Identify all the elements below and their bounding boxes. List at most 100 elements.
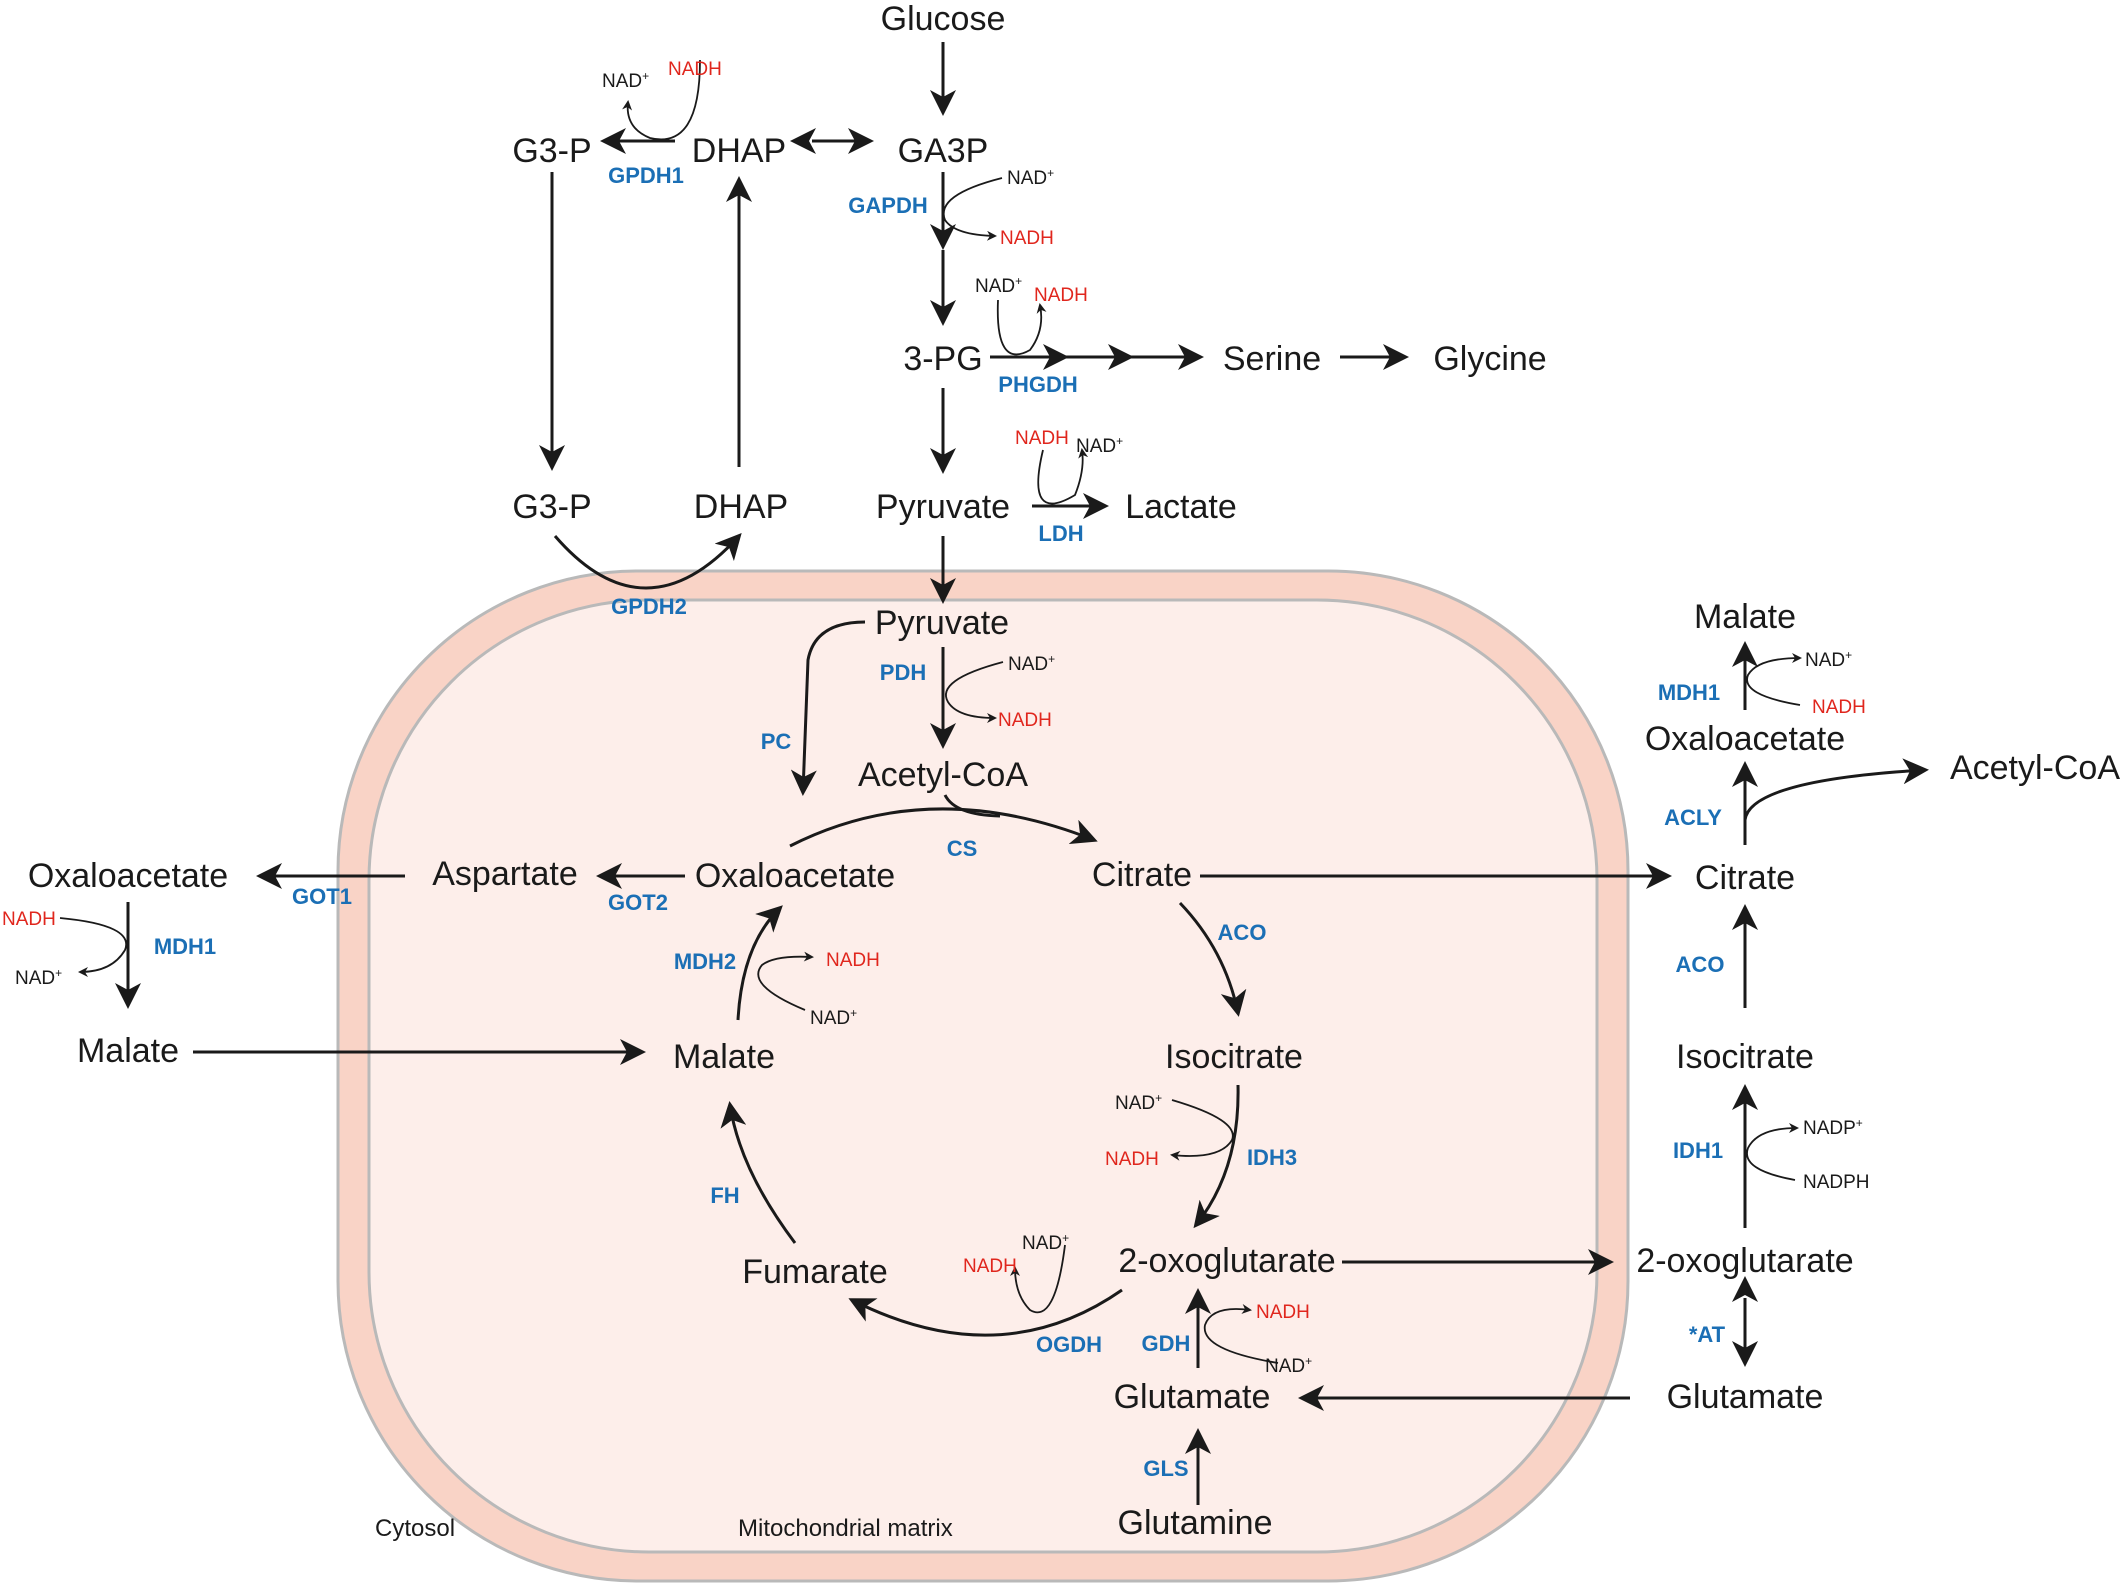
enzyme-mdh2: MDH2 bbox=[674, 949, 736, 974]
arrow-gpdh2 bbox=[553, 533, 742, 590]
compartment-labels: Cytosol Mitochondrial matrix bbox=[375, 1515, 953, 1542]
enzyme-phgdh: PHGDH bbox=[998, 372, 1077, 397]
metabolite-fumarate: Fumarate bbox=[742, 1253, 888, 1291]
arrow-ogdh bbox=[848, 1288, 1123, 1337]
cofactor-nadp-idh1: NADP+ bbox=[1803, 1116, 1863, 1139]
metabolite-oxaloacetate-cyto-right: Oxaloacetate bbox=[1645, 720, 1845, 758]
enzyme-gpdh2: GPDH2 bbox=[611, 594, 687, 619]
enzyme-gpdh1: GPDH1 bbox=[608, 163, 684, 188]
enzyme-labels: GPDH1 GPDH2 GAPDH PHGDH LDH PDH PC CS AC… bbox=[154, 163, 1726, 1481]
enzyme-acly: ACLY bbox=[1664, 805, 1722, 830]
metabolite-oxaloacetate-mito: Oxaloacetate bbox=[695, 857, 895, 895]
enzyme-gapdh: GAPDH bbox=[848, 193, 927, 218]
cofactor-nadh-pdh: NADH bbox=[998, 710, 1052, 731]
metabolite-glycine: Glycine bbox=[1433, 340, 1546, 378]
metabolite-dhap-bottom: DHAP bbox=[694, 488, 788, 526]
metabolite-citrate-mito: Citrate bbox=[1092, 856, 1192, 894]
curve-pdh bbox=[945, 661, 1004, 723]
metabolite-aspartate: Aspartate bbox=[432, 855, 578, 893]
enzyme-idh1: IDH1 bbox=[1673, 1138, 1723, 1163]
cofactor-nadh-gapdh: NADH bbox=[1000, 228, 1054, 249]
enzyme-ldh: LDH bbox=[1038, 521, 1083, 546]
cofactor-nad-mdh1-right: NAD+ bbox=[1805, 648, 1852, 671]
enzyme-got1: GOT1 bbox=[292, 884, 352, 909]
metabolite-3pg: 3-PG bbox=[903, 340, 982, 378]
enzyme-cs: CS bbox=[947, 836, 978, 861]
metabolite-labels: Glucose GA3P DHAP G3-P 3-PG Serine Glyci… bbox=[28, 0, 2121, 1542]
metabolite-glutamine: Glutamine bbox=[1118, 1504, 1273, 1542]
cofactor-labels: NAD+ NADH NAD+ NADH NAD+ NADH NADH NAD+ … bbox=[2, 59, 1870, 1377]
curve-phgdh bbox=[996, 299, 1047, 356]
metabolite-oxoglutarate-cyto: 2-oxoglutarate bbox=[1636, 1242, 1853, 1280]
arrow-aco bbox=[1178, 901, 1247, 1017]
cofactor-nad-pdh: NAD+ bbox=[1008, 652, 1055, 675]
curve-mdh1-right bbox=[1746, 653, 1802, 706]
cofactor-nadh-idh3: NADH bbox=[1105, 1149, 1159, 1170]
cofactor-nad-ldh: NAD+ bbox=[1076, 434, 1123, 457]
arrow-acly-acetylcoa bbox=[1743, 758, 1929, 821]
mitochondrion bbox=[336, 569, 1630, 1583]
compartment-matrix: Mitochondrial matrix bbox=[738, 1515, 953, 1542]
enzyme-gdh: GDH bbox=[1142, 1331, 1191, 1356]
enzyme-at: *AT bbox=[1689, 1322, 1726, 1347]
metabolite-glucose: Glucose bbox=[881, 0, 1006, 38]
cofactor-nad-ogdh: NAD+ bbox=[1022, 1231, 1069, 1254]
cofactor-nadph-idh1: NADPH bbox=[1803, 1172, 1870, 1193]
cofactor-nad-mdh1-left: NAD+ bbox=[15, 966, 62, 989]
metabolite-dhap-top: DHAP bbox=[692, 132, 786, 170]
metabolite-lactate: Lactate bbox=[1125, 488, 1237, 526]
metabolite-oxoglutarate-mito: 2-oxoglutarate bbox=[1118, 1242, 1335, 1280]
curve-mdh2 bbox=[757, 951, 814, 1011]
metabolite-glutamate-mito: Glutamate bbox=[1114, 1378, 1271, 1416]
inner-membrane bbox=[367, 598, 1599, 1554]
enzyme-mdh1-right: MDH1 bbox=[1658, 680, 1720, 705]
enzyme-mdh1-left: MDH1 bbox=[154, 934, 216, 959]
cofactor-nadh-mdh1-left: NADH bbox=[2, 909, 56, 930]
metabolite-citrate-cyto: Citrate bbox=[1695, 859, 1795, 897]
curve-mdh1-left bbox=[59, 917, 128, 977]
cofactor-nadh-mdh2: NADH bbox=[826, 950, 880, 971]
enzyme-ogdh: OGDH bbox=[1036, 1332, 1102, 1357]
compartment-cytosol: Cytosol bbox=[375, 1515, 455, 1542]
metabolite-oxaloacetate-cyto-left: Oxaloacetate bbox=[28, 857, 228, 895]
curve-idh3 bbox=[1170, 1099, 1234, 1161]
metabolite-malate-cyto-left: Malate bbox=[77, 1032, 179, 1070]
cofactor-nad-gpdh1: NAD+ bbox=[602, 69, 649, 92]
metabolite-g3p-bottom: G3-P bbox=[512, 488, 591, 526]
cofactor-nad-gapdh: NAD+ bbox=[1007, 166, 1054, 189]
cofactor-nadh-ogdh: NADH bbox=[963, 1256, 1017, 1277]
cofactor-nadh-ldh: NADH bbox=[1015, 428, 1069, 449]
arrow-fh bbox=[720, 1101, 797, 1244]
arrow-mdh2 bbox=[736, 905, 783, 1021]
enzyme-fh: FH bbox=[710, 1183, 739, 1208]
enzyme-pc: PC bbox=[761, 729, 792, 754]
cofactor-nadh-mdh1-right: NADH bbox=[1812, 697, 1866, 718]
arrow-idh3 bbox=[1193, 1084, 1240, 1229]
metabolite-pyruvate-cyto: Pyruvate bbox=[876, 488, 1010, 526]
cofactor-curves bbox=[59, 59, 1802, 1364]
curve-idh1 bbox=[1746, 1123, 1799, 1181]
curve-ogdh bbox=[1010, 1244, 1066, 1314]
metabolite-isocitrate-mito: Isocitrate bbox=[1165, 1038, 1303, 1076]
metabolite-isocitrate-cyto: Isocitrate bbox=[1676, 1038, 1814, 1076]
metabolite-acetylcoa-mito: Acetyl-CoA bbox=[858, 756, 1028, 794]
curve-gdh bbox=[1203, 1304, 1279, 1364]
enzyme-aco-cyto: ACO bbox=[1676, 952, 1725, 977]
metabolite-g3p-top: G3-P bbox=[512, 132, 591, 170]
metabolite-acetylcoa-cyto: Acetyl-CoA bbox=[1950, 749, 2120, 787]
metabolite-malate-cyto-right: Malate bbox=[1694, 598, 1796, 636]
cofactor-nadh-gdh: NADH bbox=[1256, 1302, 1310, 1323]
enzyme-idh3: IDH3 bbox=[1247, 1145, 1297, 1170]
enzyme-pdh: PDH bbox=[880, 660, 926, 685]
metabolite-ga3p: GA3P bbox=[898, 132, 989, 170]
arrow-acetylcoa-cs bbox=[943, 794, 1001, 818]
metabolite-serine: Serine bbox=[1223, 340, 1321, 378]
curve-gapdh bbox=[942, 177, 1003, 241]
cofactor-nad-gdh: NAD+ bbox=[1265, 1354, 1312, 1377]
curve-gpdh1 bbox=[622, 59, 701, 141]
enzyme-got2: GOT2 bbox=[608, 890, 668, 915]
metabolite-malate-mito: Malate bbox=[673, 1038, 775, 1076]
cofactor-nad-mdh2: NAD+ bbox=[810, 1006, 857, 1029]
pathway-arrows bbox=[115, 42, 1929, 1505]
